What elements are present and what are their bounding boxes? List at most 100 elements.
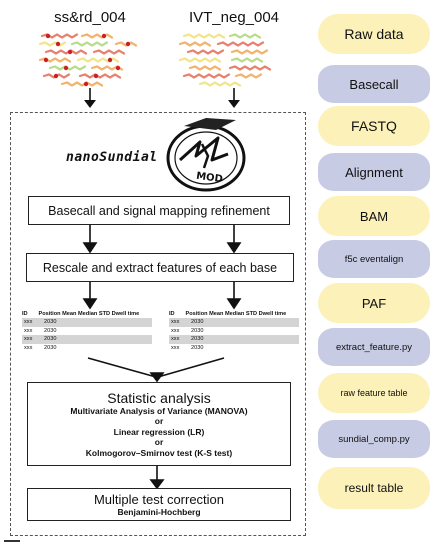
pipeline-item-label: raw feature table [340, 388, 408, 398]
pipeline-item-raw-data: Raw data [318, 14, 430, 54]
read-line [186, 49, 225, 55]
pipeline-item-alignment: Alignment [318, 153, 430, 191]
step-basecall-refinement: Basecall and signal mapping refinement [28, 196, 290, 225]
step-basecall-refinement-label: Basecall and signal mapping refinement [48, 203, 270, 218]
logo-label: MOD [195, 171, 223, 186]
step-rescale-extract-label: Rescale and extract features of each bas… [42, 260, 278, 275]
modification-dot [67, 49, 73, 55]
read-line [80, 33, 114, 39]
read-line [60, 81, 104, 87]
pipeline-item-label: extract_feature.py [335, 341, 413, 353]
read-line [38, 41, 67, 47]
modification-dots [43, 33, 131, 87]
tool-name: nanoSundial [66, 150, 158, 165]
col-dwell-time: Dwell time [111, 311, 140, 317]
pipeline-item-extract-feature-py: extract_feature.py [318, 328, 430, 366]
step-rescale-extract: Rescale and extract features of each bas… [26, 253, 294, 282]
modification-dot [107, 57, 113, 63]
multiple-test-correction-title: Multiple test correction [93, 492, 225, 507]
col-std: STD [98, 311, 111, 317]
col-median: Median [225, 311, 245, 317]
read-line [230, 49, 269, 55]
pipeline-item-label: result table [344, 481, 404, 495]
stat-method-ks: Kolmogorov–Smirnov test (K-S test) [85, 447, 233, 458]
correction-method: Benjamini-Hochberg [117, 507, 201, 517]
read-line [92, 49, 126, 55]
stat-method-lr: Linear regression (LR) [113, 426, 205, 437]
pipeline-item-label: Basecall [349, 76, 399, 92]
modification-dot [45, 33, 51, 39]
modification-dot [93, 73, 99, 79]
modification-dot [125, 41, 131, 47]
read-line [230, 57, 264, 63]
mod-logo: MOD [166, 118, 246, 192]
table-header: ID Position Mean Median STD Dwell time [169, 310, 299, 318]
pipeline-item-label: FASTQ [351, 118, 397, 134]
read-line [182, 33, 226, 39]
pipeline-item-result-table: result table [318, 467, 430, 509]
pipeline-item-paf: PAF [318, 283, 430, 323]
footnote-dash [4, 540, 20, 542]
pipeline-item-label: Alignment [345, 164, 403, 180]
col-mean: Mean [62, 311, 77, 317]
nanosundial-frame [10, 112, 306, 536]
read-line [70, 41, 109, 47]
read-line [78, 73, 122, 79]
read-line [44, 49, 88, 55]
sample-title-left: ss&rd_004 [54, 9, 126, 26]
read-line [228, 65, 272, 71]
read-line [178, 41, 212, 47]
feature-table-right: ID Position Mean Median STD Dwell time x… [169, 310, 299, 352]
stat-or-1: or [154, 416, 164, 427]
pipeline-item-label: Raw data [344, 26, 404, 42]
col-position: Position [185, 311, 208, 317]
modification-dot [83, 81, 89, 87]
pipeline-item-fastq: FASTQ [318, 106, 430, 146]
pipeline-item-f5c-eventalign: f5c eventalign [318, 240, 430, 278]
modification-dot [43, 57, 49, 63]
pipeline-item-label: BAM [359, 208, 389, 224]
read-line [234, 73, 263, 79]
read-line [182, 73, 231, 79]
reads-illustrations [38, 33, 272, 108]
col-id: ID [22, 311, 28, 317]
multiple-test-correction-box: Multiple test correction Benjamini-Hochb… [27, 488, 291, 521]
read-line [198, 81, 242, 87]
col-id: ID [169, 311, 175, 317]
statistic-analysis-box: Statistic analysis Multivariate Analysis… [27, 382, 291, 466]
pipeline-item-label: sundial_comp.py [338, 433, 410, 445]
col-position: Position [38, 311, 61, 317]
modification-dot [63, 65, 69, 71]
read-line [188, 65, 222, 71]
pipeline-item-label: PAF [361, 295, 387, 311]
pipeline-item-basecall: Basecall [318, 65, 430, 103]
col-mean: Mean [209, 311, 224, 317]
reads-right [178, 33, 272, 87]
sample-title-right: IVT_neg_004 [188, 9, 280, 26]
read-line [114, 41, 138, 47]
pipeline-item-raw-feature-table: raw feature table [318, 373, 430, 413]
stat-method-manova: Multivariate Analysis of Variance (MANOV… [70, 405, 248, 416]
modification-dot [115, 65, 121, 71]
statistic-analysis-title: Statistic analysis [107, 389, 211, 406]
col-median: Median [78, 311, 98, 317]
feature-table-left: ID Position Mean Median STD Dwell time x… [22, 310, 152, 352]
pipeline-item-label: f5c eventalign [344, 253, 404, 265]
pipeline-item-bam: BAM [318, 196, 430, 236]
stat-or-2: or [154, 437, 164, 448]
flow-arrows [82, 225, 242, 490]
read-line [228, 33, 262, 39]
modification-dot [53, 73, 59, 79]
pipeline-item-sundial-comp-py: sundial_comp.py [318, 420, 430, 458]
col-std: STD [245, 311, 258, 317]
read-line [178, 57, 222, 63]
modification-dot [101, 33, 107, 39]
col-dwell-time: Dwell time [258, 311, 287, 317]
